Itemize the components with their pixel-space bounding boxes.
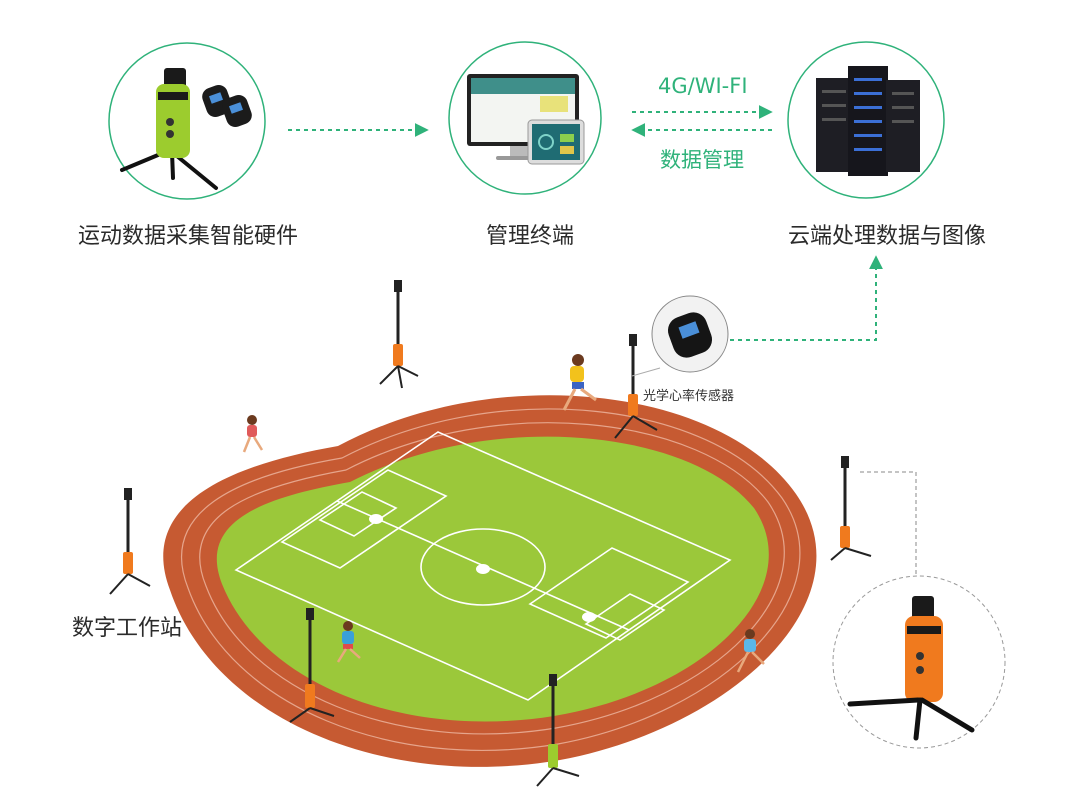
server-rack-icon xyxy=(816,66,920,176)
runner-icon xyxy=(736,629,765,673)
runner-icon xyxy=(562,354,597,411)
hardware-label: 运动数据采集智能硬件 xyxy=(78,224,299,249)
workstation-icon xyxy=(536,674,580,787)
wearable-sensor-icon xyxy=(202,84,252,128)
terminal-node xyxy=(448,41,602,195)
workstation-zoom-node xyxy=(832,471,1006,749)
data-management-label: 数据管理 xyxy=(660,148,744,172)
network-label: 4G/WI-FI xyxy=(658,74,748,98)
hardware-node xyxy=(108,42,266,200)
heart-rate-sensor-label: 光学心率传感器 xyxy=(643,389,735,404)
arrow-sensor-to-cloud xyxy=(730,255,883,341)
cloud-label: 云端处理数据与图像 xyxy=(788,224,987,249)
workstation-icon xyxy=(379,280,419,389)
workstation-icon xyxy=(289,608,335,723)
workstation-icon xyxy=(109,488,151,595)
cloud-node xyxy=(787,41,945,199)
workstation-icon xyxy=(830,456,872,561)
tablet-icon xyxy=(527,119,585,165)
football-pitch xyxy=(216,431,769,722)
heart-rate-sensor-node xyxy=(631,295,729,377)
runner-icon xyxy=(336,621,361,663)
green-device-icon xyxy=(156,68,190,158)
terminal-label: 管理终端 xyxy=(486,224,575,249)
digital-workstation-label: 数字工作站 xyxy=(72,616,183,641)
runner-icon xyxy=(242,415,264,453)
